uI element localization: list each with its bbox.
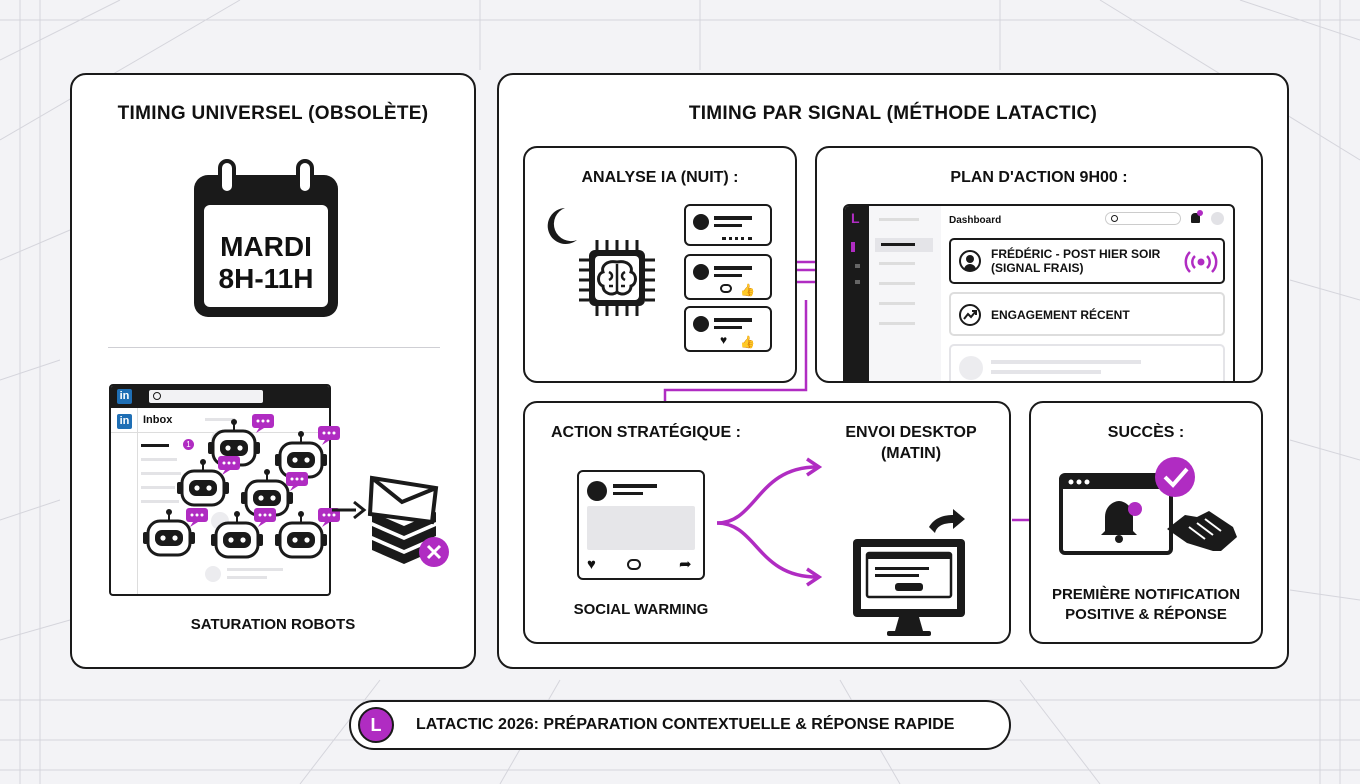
inbox-badge: 1 [183,439,194,450]
signal-card-title: FRÉDÉRIC - POST HIER SOIR [991,247,1161,261]
left-panel-title: TIMING UNIVERSEL (OBSOLÈTE) [117,103,429,124]
notification-handshake-icon [1059,457,1237,555]
trending-icon [959,304,981,326]
action-box: ACTION STRATÉGIQUE : ENVOI DESKTOP (MATI… [523,401,1011,644]
succes-caption-line1: PREMIÈRE NOTIFICATION [1051,586,1241,603]
analyse-title: ANALYSE IA (NUIT) : [581,169,739,186]
ai-chip-brain-icon [579,240,655,316]
bell-icon[interactable] [1191,213,1200,223]
dashboard-window: L Dashboard FRÉDÉRIC - POST HIER SOIR (S… [843,204,1235,381]
left-caption: SATURATION ROBOTS [190,616,356,633]
engagement-card[interactable]: ENGAGEMENT RÉCENT [949,292,1225,336]
desktop-monitor-icon [853,509,965,636]
succes-box: SUCCÈS : PREMIÈRE NOTIFICATION POSITIVE … [1029,401,1263,644]
analyse-box: ANALYSE IA (NUIT) : 👍 ♥ 👍 [523,146,797,383]
succes-caption-line2: POSITIVE & RÉPONSE [1065,606,1227,623]
social-post-card[interactable]: ♥ ➦ [577,470,705,580]
user-icon [959,250,981,272]
heart-icon: ♥ [720,333,728,347]
fork-arrows [716,457,823,587]
succes-title: SUCCÈS : [1107,424,1185,441]
latactic-logo: L [358,707,394,743]
plan-title: PLAN D'ACTION 9H00 : [950,169,1128,186]
envoi-title-line1: ENVOI DESKTOP [845,424,977,441]
plan-box: PLAN D'ACTION 9H00 : L Dashboard FRÉDÉRI… [815,146,1263,383]
placeholder-card [949,344,1225,381]
linkedin-logo-secondary: in [117,414,132,429]
divider [108,347,440,348]
dashboard-sidebar [845,206,869,381]
inbox-label: Inbox [143,414,173,426]
calendar-day: MARDI [220,231,312,262]
thumbs-up-icon: 👍 [740,283,755,297]
engagement-card-title: ENGAGEMENT RÉCENT [991,308,1130,322]
signal-broadcast-icon [1184,251,1218,273]
action-title: ACTION STRATÉGIQUE : [551,424,741,441]
calendar-icon: MARDI 8H-11H [190,159,342,321]
analyse-post-card-3: ♥ 👍 [684,306,772,352]
footer-banner: L LATACTIC 2026: PRÉPARATION CONTEXTUELL… [349,700,1011,750]
app-logo: L [851,210,860,226]
moon-icon [547,208,577,244]
dashboard-search-input[interactable] [1105,212,1181,225]
heart-icon[interactable]: ♥ [587,556,596,573]
analyse-post-card-2: 👍 [684,254,772,300]
comment-icon [720,284,732,293]
right-panel-title: TIMING PAR SIGNAL (MÉTHODE LATACTIC) [688,103,1098,124]
signal-card-subtitle: (SIGNAL FRAIS) [991,261,1084,275]
analyse-post-card-1 [684,204,772,246]
share-icon[interactable]: ➦ [679,556,692,573]
footer-text: LATACTIC 2026: PRÉPARATION CONTEXTUELLE … [416,716,955,733]
calendar-hours: 8H-11H [218,263,314,294]
dashboard-nav [869,206,941,381]
search-icon [153,392,161,400]
user-avatar[interactable] [1211,212,1224,225]
social-warming-caption: SOCIAL WARMING [573,601,709,618]
signal-card-frederic[interactable]: FRÉDÉRIC - POST HIER SOIR (SIGNAL FRAIS) [949,238,1225,284]
linkedin-logo: in [117,389,132,404]
dashboard-label: Dashboard [949,215,1002,226]
thumbs-up-icon: 👍 [740,335,755,349]
envelope-stack-icon [332,475,449,567]
envoi-title-line2: (MATIN) [880,445,942,462]
comment-icon[interactable] [627,559,641,570]
search-input[interactable] [149,390,263,403]
left-panel: TIMING UNIVERSEL (OBSOLÈTE) MARDI 8H-11H… [70,73,476,669]
search-icon [1111,215,1118,222]
